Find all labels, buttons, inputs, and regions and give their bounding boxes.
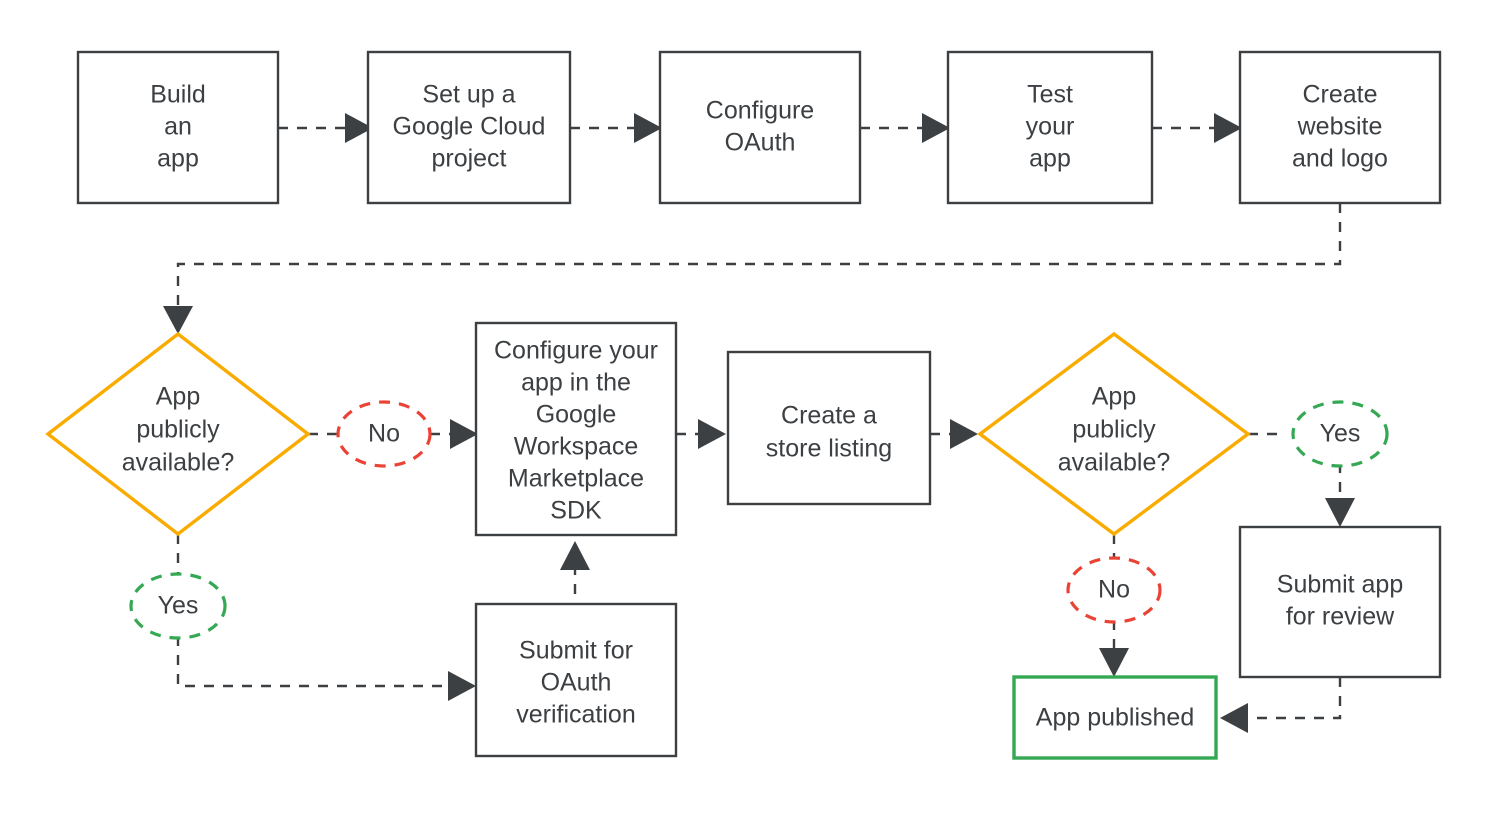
node-configure-sdk-line-3: Google (536, 401, 617, 429)
node-store-listing-line-2: store listing (766, 435, 892, 463)
node-configure-sdk-line-2: app in the (521, 369, 631, 397)
edge-label-yes-1: Yes (129, 572, 227, 640)
node-test-your-app-line-3: app (1029, 145, 1071, 173)
edge-decision1-no-to-sdk (308, 419, 478, 449)
node-test-your-app-line-2: your (1026, 113, 1075, 141)
node-decision-public-2[interactable]: App publicly available? (977, 331, 1251, 537)
node-submit-oauth-line-2: OAuth (541, 669, 612, 697)
node-decision-public-2-line-1: App (1092, 383, 1136, 411)
edge-gcp-to-oauth (570, 113, 662, 143)
node-decision-public-2-line-2: publicly (1072, 416, 1156, 444)
node-store-listing[interactable]: Create a store listing (726, 350, 932, 506)
node-create-website-logo[interactable]: Create website and logo (1238, 50, 1442, 205)
edge-decision1-yes-to-submit-oauth (176, 534, 476, 701)
node-decision-public-1-line-3: available? (122, 449, 235, 477)
edge-website-to-decision1 (163, 203, 1342, 334)
edge-label-yes-1-text: Yes (158, 592, 199, 620)
edge-submit-oauth-to-sdk (560, 541, 590, 632)
node-build-an-app[interactable]: Build an app (76, 50, 280, 205)
node-submit-review[interactable]: Submit app for review (1238, 525, 1442, 679)
edge-store-listing-to-decision2 (930, 419, 978, 449)
node-configure-oauth-line-2: OAuth (725, 129, 796, 157)
node-build-an-app-line-2: an (164, 113, 192, 141)
node-configure-sdk-line-1: Configure your (494, 337, 658, 365)
node-decision-public-1[interactable]: App publicly available? (45, 331, 311, 537)
node-configure-sdk[interactable]: Configure your app in the Google Workspa… (474, 321, 678, 537)
edge-label-no-1-text: No (368, 420, 400, 448)
edge-build-to-gcp (278, 113, 373, 143)
node-configure-oauth[interactable]: Configure OAuth (658, 50, 862, 205)
node-build-an-app-line-1: Build (150, 81, 206, 109)
node-submit-oauth-line-1: Submit for (519, 637, 633, 665)
edge-sdk-to-store-listing (676, 419, 726, 449)
edge-decision2-yes-to-submit-review (1248, 432, 1355, 527)
node-create-website-logo-line-3: and logo (1292, 145, 1388, 173)
edge-oauth-to-test (860, 113, 950, 143)
node-store-listing-line-1: Create a (781, 402, 877, 430)
node-configure-sdk-line-4: Workspace (514, 433, 639, 461)
node-gcp-project-line-3: project (431, 145, 506, 173)
node-configure-sdk-line-6: SDK (550, 497, 602, 525)
node-decision-public-1-line-1: App (156, 383, 200, 411)
edge-submit-review-to-published (1220, 677, 1342, 733)
node-submit-oauth-line-3: verification (516, 701, 636, 729)
node-app-published[interactable]: App published (1012, 675, 1218, 760)
node-submit-oauth[interactable]: Submit for OAuth verification (474, 602, 678, 758)
node-configure-sdk-line-5: Marketplace (508, 465, 644, 493)
edge-label-no-2: No (1066, 556, 1162, 624)
edge-test-to-website (1152, 113, 1242, 143)
edge-label-yes-2-text: Yes (1320, 420, 1361, 448)
node-build-an-app-line-3: app (157, 145, 199, 173)
node-gcp-project[interactable]: Set up a Google Cloud project (366, 50, 572, 205)
edge-layer: Configure SDK --> down, right into Submi… (163, 113, 1355, 733)
edge-label-yes-2: Yes (1291, 400, 1389, 468)
node-decision-public-1-line-2: publicly (136, 416, 220, 444)
edge-label-no-2-text: No (1098, 576, 1130, 604)
node-create-website-logo-line-1: Create (1302, 81, 1377, 109)
edge-decision2-no-to-published (1099, 534, 1129, 677)
node-gcp-project-line-1: Set up a (422, 81, 515, 109)
node-test-your-app[interactable]: Test your app (946, 50, 1154, 205)
node-submit-review-line-2: for review (1286, 603, 1395, 631)
node-test-your-app-line-1: Test (1027, 81, 1073, 109)
node-submit-review-line-1: Submit app (1277, 571, 1403, 599)
edge-label-no-1: No (336, 400, 432, 468)
node-app-published-line-1: App published (1036, 704, 1194, 732)
node-decision-public-2-line-3: available? (1058, 449, 1171, 477)
node-gcp-project-line-2: Google Cloud (393, 113, 546, 141)
node-configure-oauth-line-1: Configure (706, 97, 814, 125)
node-create-website-logo-line-2: website (1297, 113, 1383, 141)
